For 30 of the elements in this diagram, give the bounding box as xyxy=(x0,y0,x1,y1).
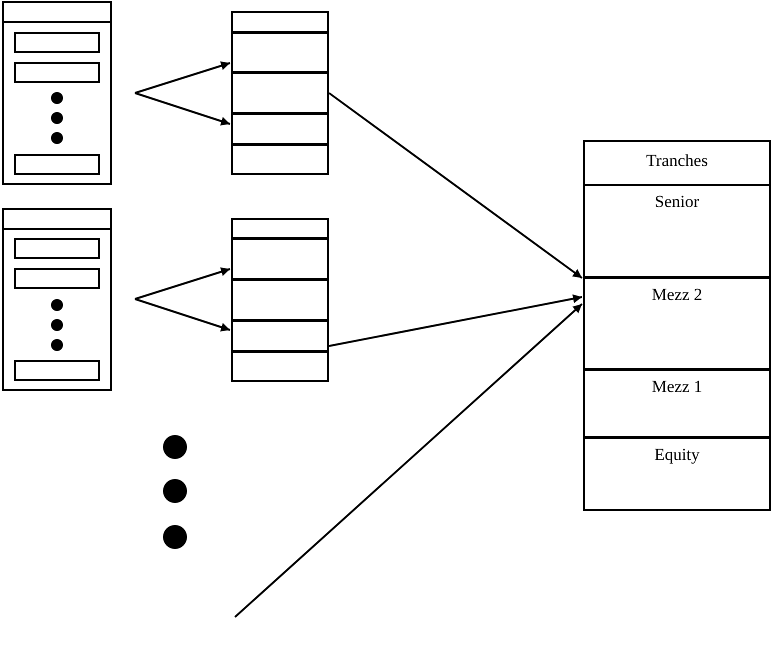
cell-label: Equity xyxy=(653,444,701,465)
rectangle-box xyxy=(14,32,100,53)
arrow xyxy=(134,267,230,300)
arrow xyxy=(328,92,583,279)
tranche-table xyxy=(583,140,771,511)
cell-label: Mezz 1 xyxy=(650,376,704,397)
rectangle-box xyxy=(14,238,100,259)
table-row xyxy=(583,184,771,278)
rectangle-box xyxy=(2,1,112,185)
rectangle-box xyxy=(231,320,329,352)
rectangle-box xyxy=(2,208,112,391)
rectangle-box xyxy=(14,360,100,381)
rectangle-box xyxy=(231,238,329,280)
cell-label: Mezz 2 xyxy=(650,284,704,305)
arrow xyxy=(134,298,230,332)
table-row xyxy=(583,369,771,438)
rectangle-box xyxy=(231,113,329,145)
rectangle-box xyxy=(14,154,100,175)
rectangle-box xyxy=(14,268,100,289)
table-header: Tranches xyxy=(645,150,709,171)
table-row xyxy=(583,277,771,370)
rectangle-box xyxy=(231,32,329,73)
arrow xyxy=(328,294,582,347)
arrow xyxy=(134,61,230,94)
cell-label: Senior xyxy=(654,191,700,212)
rectangle-box xyxy=(231,72,329,114)
arrow xyxy=(134,92,230,126)
arrow xyxy=(234,303,583,618)
rectangle-box xyxy=(231,279,329,321)
rectangle-box xyxy=(14,62,100,83)
